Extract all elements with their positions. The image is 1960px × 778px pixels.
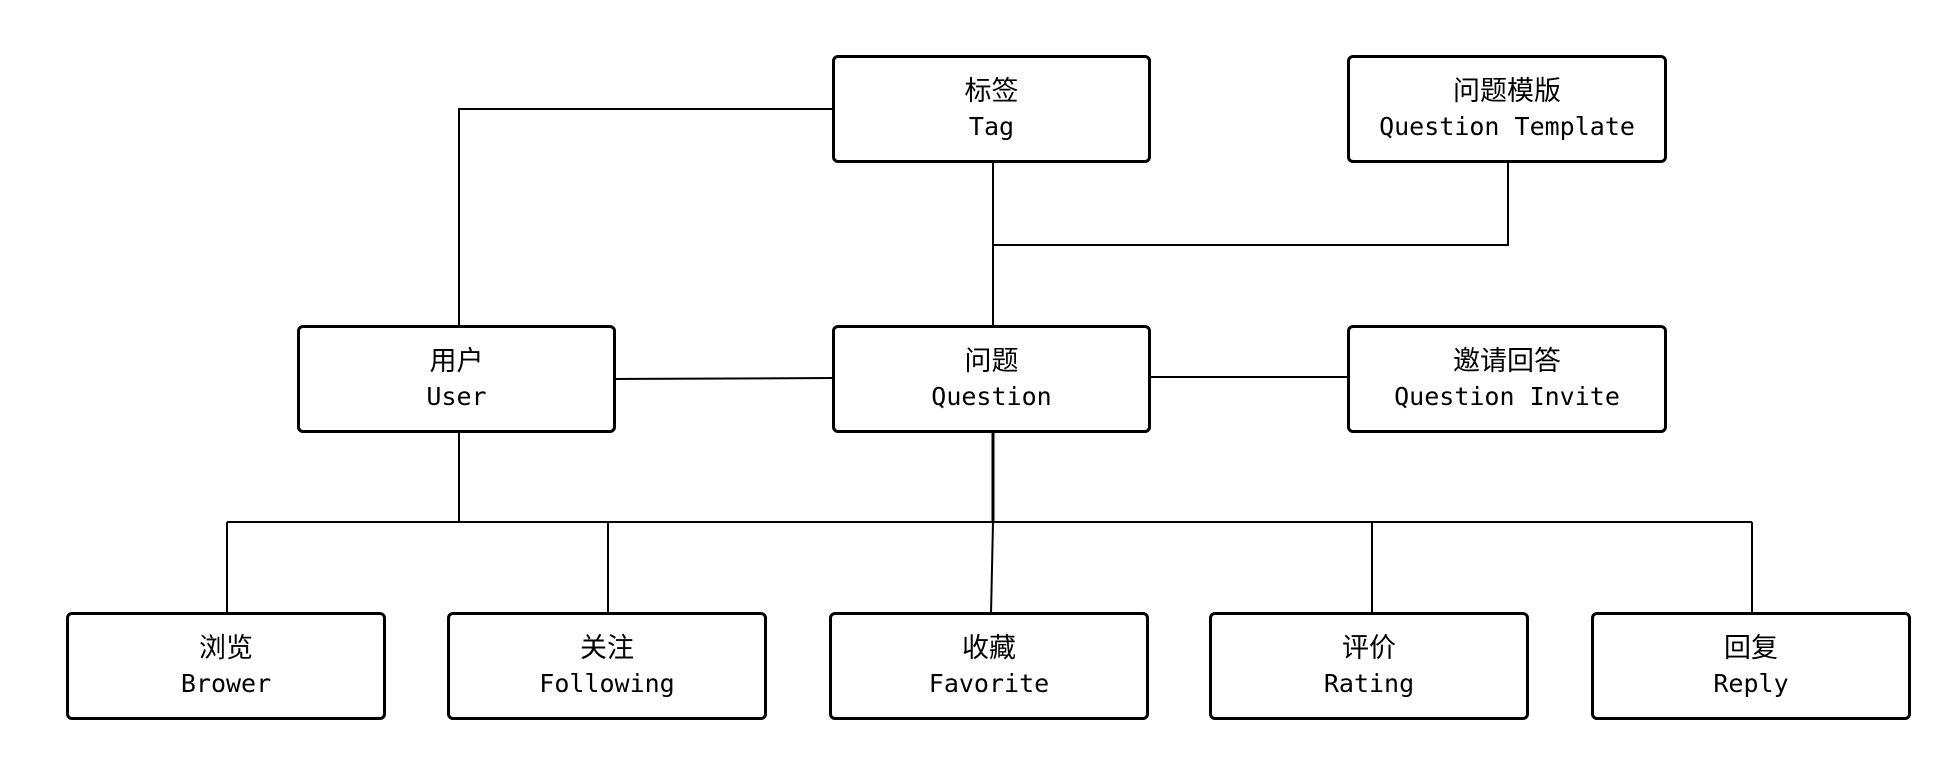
reply-node: 回复 Reply [1591,612,1911,720]
reply-label-zh: 回复 [1724,633,1778,664]
favorite-node: 收藏 Favorite [829,612,1149,720]
user-label-en: User [426,382,487,411]
browse-label-en: Brower [180,669,272,698]
tag-label-zh: 标签 [964,76,1019,107]
favorite-label-zh: 收藏 [962,633,1016,664]
following-node: 关注 Following [447,612,767,720]
rating-label-en: Rating [1323,669,1415,698]
connector-user-question [613,377,835,380]
question-invite-label-zh: 邀请回答 [1453,346,1561,377]
question-invite-label-en: Question Invite [1394,382,1620,411]
question-invite-node: 邀请回答 Question Invite [1347,325,1667,433]
user-node: 用户 User [297,325,616,433]
connector-template-question [993,161,1509,246]
rating-node: 评价 Rating [1209,612,1529,720]
connector-tag-user [458,108,834,328]
tag-label-en: Tag [968,112,1015,141]
browse-label-zh: 浏览 [199,633,253,664]
user-label-zh: 用户 [429,346,484,377]
question-label-en: Question [931,382,1052,411]
following-label-zh: 关注 [580,633,634,664]
following-label-en: Following [539,669,675,698]
connector-bus-favorite [990,521,994,615]
favorite-label-en: Favorite [928,669,1050,698]
question-template-label-en: Question Template [1379,112,1635,141]
tag-node: 标签 Tag [832,55,1151,163]
question-node: 问题 Question [832,325,1151,433]
rating-label-zh: 评价 [1342,633,1396,664]
question-label-zh: 问题 [964,346,1019,377]
question-template-label-zh: 问题模版 [1453,76,1561,107]
question-template-node: 问题模版 Question Template [1347,55,1667,163]
reply-label-en: Reply [1713,669,1789,698]
browse-node: 浏览 Brower [66,612,386,720]
